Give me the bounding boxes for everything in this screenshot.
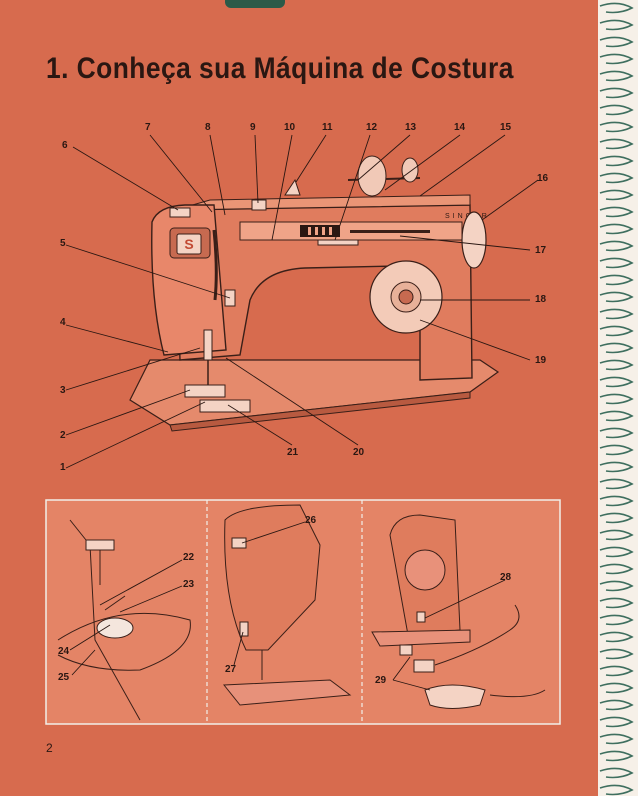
spiral-coil: [599, 410, 634, 422]
spiral-coil: [599, 359, 634, 371]
spiral-coil: [599, 495, 634, 507]
spiral-coil: [599, 36, 634, 48]
callout-3: 3: [60, 385, 66, 396]
spiral-coil: [599, 733, 634, 745]
spiral-coil: [599, 376, 634, 388]
callout-20: 20: [353, 447, 365, 458]
callout-21: 21: [287, 447, 299, 458]
spiral-coil: [599, 614, 634, 626]
spiral-coil: [599, 342, 634, 354]
callout-23: 23: [183, 579, 195, 590]
spiral-coil: [599, 631, 634, 643]
spiral-coil: [599, 240, 634, 252]
callout-12: 12: [366, 122, 378, 133]
callout-10: 10: [284, 122, 296, 133]
callout-6: 6: [62, 140, 68, 151]
spiral-coil: [599, 87, 634, 99]
spiral-coil: [599, 478, 634, 490]
callout-5: 5: [60, 238, 66, 249]
page-number: 2: [46, 741, 53, 755]
callout-16: 16: [537, 173, 549, 184]
spiral-binding: [598, 0, 638, 796]
callout-4: 4: [60, 317, 66, 328]
spiral-coil: [599, 325, 634, 337]
svg-text:S: S: [184, 236, 193, 252]
spiral-coil: [599, 648, 634, 660]
spiral-coil: [599, 546, 634, 558]
spiral-coil: [599, 580, 634, 592]
spiral-coil: [599, 172, 634, 184]
spiral-coil: [599, 70, 634, 82]
callout-17: 17: [535, 245, 547, 256]
spiral-coil: [599, 512, 634, 524]
callout-13: 13: [405, 122, 417, 133]
spiral-coil: [599, 716, 634, 728]
callout-22: 22: [183, 552, 195, 563]
callout-1: 1: [60, 462, 66, 473]
spiral-coil: [599, 274, 634, 286]
spiral-coil: [599, 19, 634, 31]
callout-28: 28: [500, 572, 512, 583]
callout-29: 29: [375, 675, 387, 686]
singer-label: SINGER: [445, 213, 490, 220]
callout-11: 11: [322, 122, 333, 133]
spiral-coil: [599, 563, 634, 575]
spiral-coil: [599, 699, 634, 711]
spiral-coils: [599, 2, 634, 796]
callout-25: 25: [58, 672, 70, 683]
spiral-coil: [599, 308, 634, 320]
callout-19: 19: [535, 355, 547, 366]
spiral-coil: [599, 750, 634, 762]
page-title: 1. Conheça sua Máquina de Costura: [46, 52, 514, 85]
spiral-coil: [599, 104, 634, 116]
callout-24: 24: [58, 646, 70, 657]
callout-26: 26: [305, 515, 317, 526]
callout-2: 2: [60, 430, 66, 441]
spiral-coil: [599, 206, 634, 218]
callout-27: 27: [225, 664, 237, 675]
spiral-coil: [599, 189, 634, 201]
spiral-coil: [599, 461, 634, 473]
spiral-coil: [599, 257, 634, 269]
spiral-coil: [599, 121, 634, 133]
spiral-coil: [599, 597, 634, 609]
callout-8: 8: [205, 122, 211, 133]
top-tab: [225, 0, 285, 8]
callout-7: 7: [145, 122, 151, 133]
spiral-coil: [599, 393, 634, 405]
callout-18: 18: [535, 294, 547, 305]
callout-15: 15: [500, 122, 512, 133]
callout-9: 9: [250, 122, 256, 133]
spiral-coil: [599, 138, 634, 150]
spiral-coil: [599, 53, 634, 65]
spiral-coil: [599, 2, 634, 14]
spiral-coil: [599, 444, 634, 456]
spiral-coil: [599, 682, 634, 694]
spiral-coil: [599, 529, 634, 541]
spiral-coil: [599, 767, 634, 779]
spiral-coil: [599, 155, 634, 167]
spiral-coil: [599, 665, 634, 677]
spiral-coil: [599, 223, 634, 235]
callout-14: 14: [454, 122, 466, 133]
spiral-coil: [599, 427, 634, 439]
spiral-coil: [599, 784, 634, 796]
spiral-coil: [599, 291, 634, 303]
